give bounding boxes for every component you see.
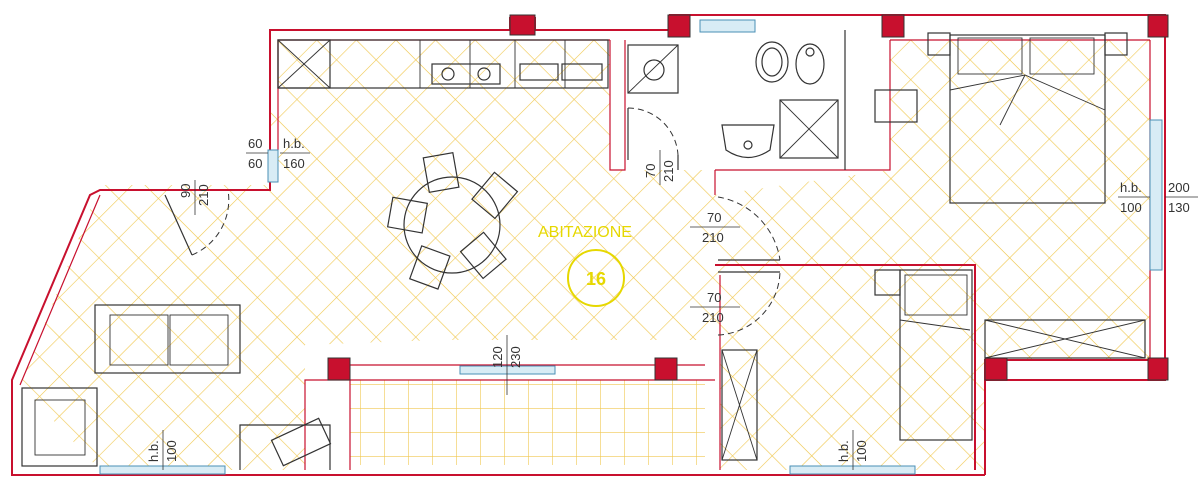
bedroom-doors [717,196,781,336]
bidet-icon [795,43,825,85]
dim-label: 100 [854,440,869,462]
room-name: ABITAZIONE [538,224,632,241]
dim-label: 70 [643,164,658,178]
sink-icon [519,63,603,81]
outer-walls [11,14,1166,476]
entry-door [164,189,230,256]
room-number-circle [567,249,625,307]
dim-label: 210 [702,230,724,245]
dim-label: 120 [490,346,505,368]
dim-label: h.b. [836,440,851,462]
windows [99,19,1163,475]
dim-label: 100 [164,440,179,462]
desk-small [874,89,918,123]
dim-label: 100 [1120,200,1142,215]
washbasin-icon [721,124,775,159]
desk-icon [239,417,332,470]
dim-label: h.b. [1120,180,1142,195]
dim-label: 90 [178,184,193,198]
dim-label: 210 [196,184,211,206]
dim-label: 200 [1168,180,1190,195]
toilet-icon [755,41,789,83]
room-number: 16 [586,269,606,289]
nightstand-left [927,32,951,56]
nightstand-right [1104,32,1128,56]
dim-label: 70 [707,210,721,225]
bed-icon [949,34,1106,204]
single-bed-icon [899,269,973,441]
dim-label: h.b. [283,136,305,151]
dim-label: h.b. [146,440,161,462]
nightstand-single [874,269,901,296]
dim-label: 230 [508,346,523,368]
table-icon [386,151,519,290]
wardrobe-single [721,349,758,461]
dim-label: 60 [248,156,262,171]
shower-icon [779,99,839,159]
sofa-icon [94,304,241,374]
dim-label: 210 [661,160,676,182]
dim-label: 130 [1168,200,1190,215]
dim-label: 70 [707,290,721,305]
wardrobe-bedroom [984,319,1146,359]
bathroom [627,30,846,170]
stove-icon [431,63,501,85]
armchair-icon [21,387,98,467]
dim-label: 160 [283,156,305,171]
dim-label: 60 [248,136,262,151]
dim-label: 210 [702,310,724,325]
floor-hatch [20,40,1150,470]
dimension-labels: 60 60 h.b. 160 90 210 70 210 70 210 70 2… [146,136,1198,470]
